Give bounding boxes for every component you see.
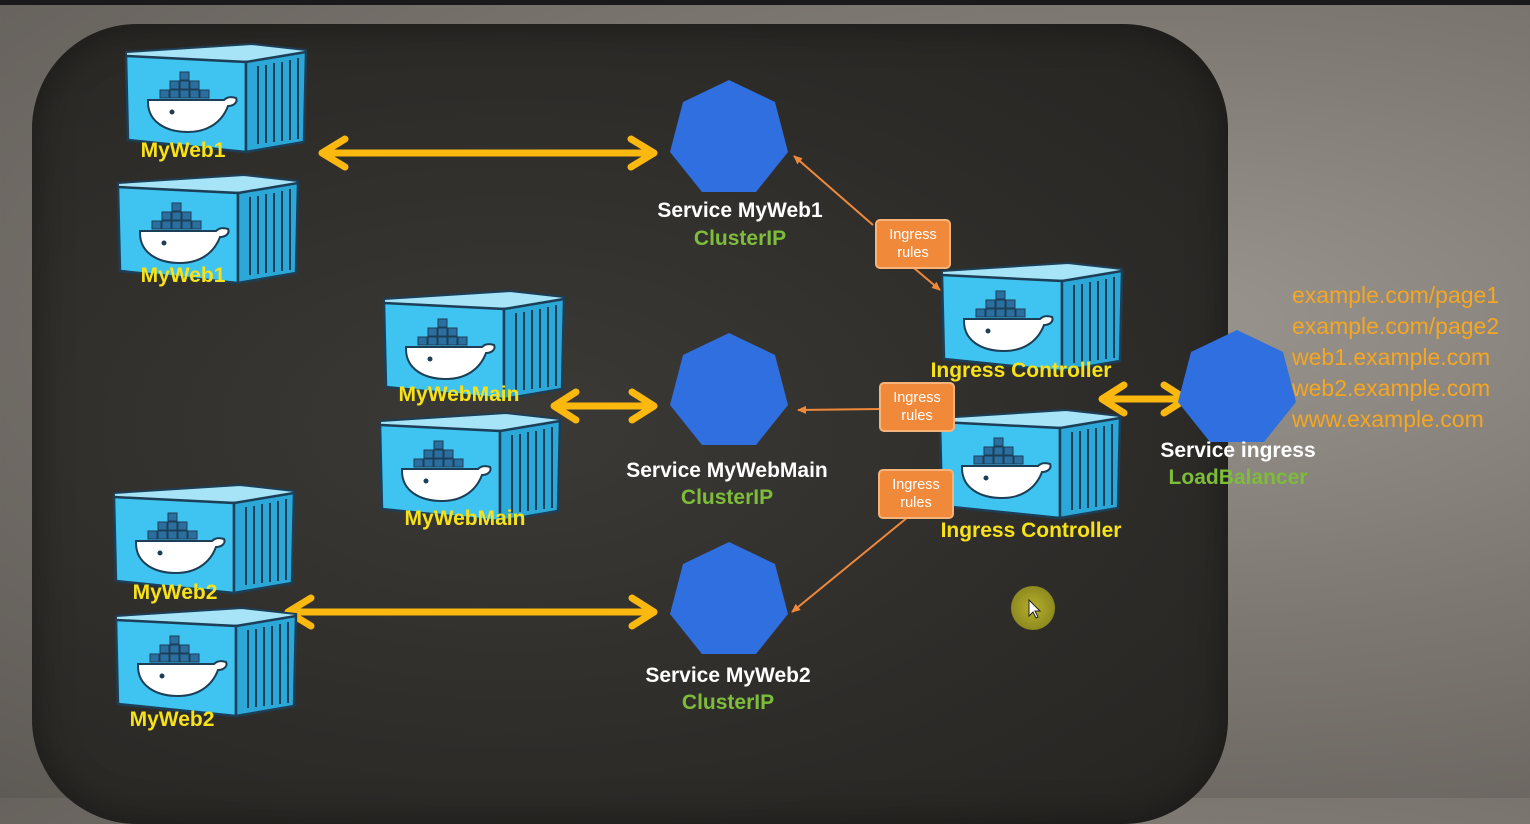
url-item: web1.example.com [1292, 344, 1491, 370]
url-item: example.com/page1 [1292, 282, 1500, 308]
service-myweb1-type: ClusterIP [693, 227, 787, 250]
container-label-myweb2-a: MyWeb2 [132, 581, 218, 604]
diagram-canvas [112, 42, 1296, 718]
arrow-myweb2-service [284, 594, 658, 630]
ingress-rules-box-1-line1: Ingress [889, 227, 937, 243]
orange-arrows [791, 155, 941, 613]
container-label-mywebmain-b: MyWebMain [404, 507, 526, 530]
cursor-highlight [1011, 586, 1055, 630]
container-ingress-controller-2-icon [938, 408, 1122, 520]
service-ingress-type: LoadBalancer [1168, 466, 1308, 489]
service-mywebmain-icon [670, 333, 788, 445]
service-ingress-name: Service ingress [1160, 439, 1316, 462]
top-bar [0, 0, 1530, 5]
ingress-rules-box-3-line1: Ingress [892, 477, 940, 493]
url-item: web2.example.com [1292, 375, 1491, 401]
service-myweb2-name: Service MyWeb2 [645, 664, 811, 687]
ingress-rules-box-2: Ingress rules [879, 382, 955, 432]
ingress-controller-label-1: Ingress Controller [930, 359, 1112, 382]
service-mywebmain-name: Service MyWebMain [626, 459, 828, 482]
arrow-myweb1-service [318, 135, 658, 171]
ingress-rules-box-1-line2: rules [897, 245, 929, 261]
url-list: example.com/page1 example.com/page2 web1… [1292, 280, 1499, 435]
ingress-rules-box-1: Ingress rules [875, 219, 951, 269]
service-myweb1-name: Service MyWeb1 [657, 199, 823, 222]
container-myweb2-b-icon [114, 606, 298, 718]
arrow-mywebmain-service [550, 388, 658, 424]
ingress-rules-box-3: Ingress rules [878, 469, 954, 519]
arrow-ingress-controller-service [1098, 381, 1190, 417]
container-myweb1-a-icon [124, 42, 308, 154]
url-item: www.example.com [1292, 406, 1484, 432]
ingress-rules-box-2-line2: rules [901, 408, 933, 424]
service-myweb1-icon [670, 80, 788, 192]
container-label-myweb2-b: MyWeb2 [129, 708, 215, 731]
ingress-rules-box-2-line1: Ingress [893, 390, 941, 406]
service-mywebmain-type: ClusterIP [680, 486, 774, 509]
service-myweb2-icon [670, 542, 788, 654]
container-mywebmain-b-icon [378, 411, 562, 523]
ingress-rules-box-3-line2: rules [900, 495, 932, 511]
container-label-mywebmain-a: MyWebMain [398, 383, 520, 406]
container-label-myweb1-a: MyWeb1 [140, 139, 226, 162]
container-ingress-controller-1-icon [940, 261, 1124, 373]
container-label-myweb1-b: MyWeb1 [140, 264, 226, 287]
url-item: example.com/page2 [1292, 313, 1500, 339]
container-myweb2-a-icon [112, 483, 296, 595]
service-myweb2-type: ClusterIP [681, 691, 775, 714]
ingress-controller-label-2: Ingress Controller [940, 519, 1122, 542]
mouse-pointer-icon [1028, 598, 1042, 619]
service-ingress-icon [1178, 330, 1296, 442]
